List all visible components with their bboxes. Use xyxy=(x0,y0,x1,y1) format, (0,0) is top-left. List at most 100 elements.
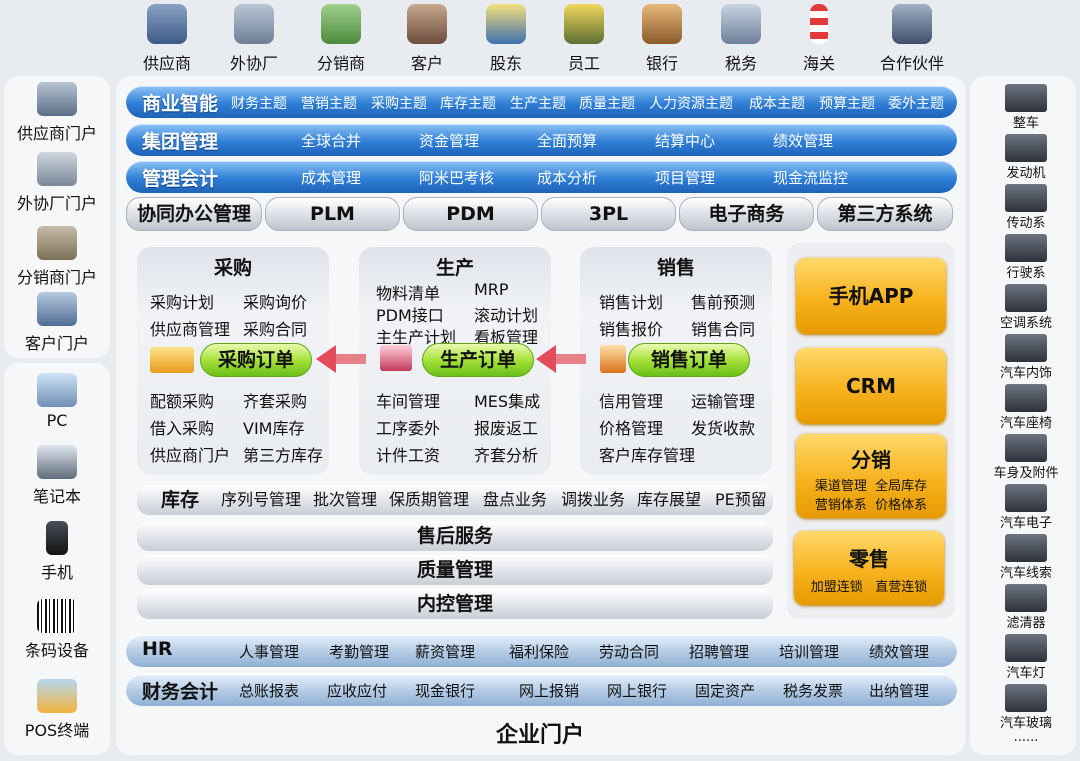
module-item[interactable]: 发货收款 xyxy=(691,419,756,438)
inventory-item[interactable]: 盘点业务 xyxy=(483,490,548,509)
bar-item[interactable]: 培训管理 xyxy=(779,643,840,661)
bar-item[interactable]: 成本主题 xyxy=(749,96,805,112)
bar-item[interactable]: 应收应付 xyxy=(327,682,388,700)
part-item[interactable]: 汽车电子 xyxy=(980,484,1072,531)
tab-third-party[interactable]: 第三方系统 xyxy=(817,197,953,231)
mobile-app-box[interactable]: 手机APP xyxy=(796,258,946,334)
bar-item[interactable]: 福利保险 xyxy=(509,643,570,661)
bar-item[interactable]: 绩效管理 xyxy=(773,132,834,150)
production-order-button[interactable]: 生产订单 xyxy=(422,343,534,377)
bar-item[interactable]: 质量主题 xyxy=(579,96,635,112)
module-item[interactable]: 车间管理 xyxy=(376,392,441,411)
bar-item[interactable]: 项目管理 xyxy=(655,169,716,187)
inventory-item[interactable]: 批次管理 xyxy=(313,490,378,509)
module-item[interactable]: 销售报价 xyxy=(599,320,664,339)
part-item[interactable]: 发动机 xyxy=(980,134,1072,181)
module-item[interactable]: 主生产计划 xyxy=(376,328,457,347)
module-item[interactable]: 供应商管理 xyxy=(150,320,231,339)
bar-item[interactable]: 税务发票 xyxy=(783,682,844,700)
bar-item[interactable]: 出纳管理 xyxy=(869,682,930,700)
internal-control-row[interactable]: 内控管理 xyxy=(137,589,773,619)
module-item[interactable]: 借入采购 xyxy=(150,419,215,438)
bar-item[interactable]: 成本管理 xyxy=(301,169,362,187)
inventory-item[interactable]: 保质期管理 xyxy=(389,490,470,509)
part-item[interactable]: 传动系 xyxy=(980,184,1072,231)
bar-item[interactable]: 现金流监控 xyxy=(773,169,849,187)
bar-item[interactable]: 现金银行 xyxy=(415,682,476,700)
bar-item[interactable]: 资金管理 xyxy=(419,132,480,150)
bar-item[interactable]: 人力资源主题 xyxy=(649,96,733,112)
bar-item[interactable]: 固定资产 xyxy=(695,682,756,700)
module-item[interactable]: 第三方库存 xyxy=(243,446,324,465)
inventory-item[interactable]: 库存展望 xyxy=(637,490,702,509)
part-item[interactable]: 空调系统 xyxy=(980,284,1072,331)
module-item[interactable]: 采购询价 xyxy=(243,293,308,312)
module-item[interactable]: 计件工资 xyxy=(376,446,441,465)
bar-item[interactable]: 全面预算 xyxy=(537,132,598,150)
module-item[interactable]: MRP xyxy=(474,280,509,299)
inventory-item[interactable]: 序列号管理 xyxy=(221,490,302,509)
bar-item[interactable]: 招聘管理 xyxy=(689,643,750,661)
bar-item[interactable]: 成本分析 xyxy=(537,169,598,187)
module-item[interactable]: 采购计划 xyxy=(150,293,215,312)
part-item[interactable]: 滤清器 xyxy=(980,584,1072,631)
part-item[interactable]: 车身及附件 xyxy=(980,434,1072,481)
bar-item[interactable]: 绩效管理 xyxy=(869,643,930,661)
bar-item[interactable]: 营销主题 xyxy=(301,96,357,112)
module-item[interactable]: 供应商门户 xyxy=(150,446,231,465)
bar-item[interactable]: 生产主题 xyxy=(510,96,566,112)
module-item[interactable]: 采购合同 xyxy=(243,320,308,339)
tab-collaboration[interactable]: 协同办公管理 xyxy=(126,197,262,231)
bar-item[interactable]: 财务主题 xyxy=(231,96,287,112)
part-item[interactable]: 汽车座椅 xyxy=(980,384,1072,431)
tab-plm[interactable]: PLM xyxy=(265,197,400,231)
module-item[interactable]: 价格管理 xyxy=(599,419,664,438)
part-item[interactable]: 汽车灯 xyxy=(980,634,1072,681)
bar-item[interactable]: 网上银行 xyxy=(607,682,668,700)
bar-item[interactable]: 总账报表 xyxy=(239,682,300,700)
bar-item[interactable]: 考勤管理 xyxy=(329,643,390,661)
tab-ecommerce[interactable]: 电子商务 xyxy=(679,197,814,231)
module-item[interactable]: 齐套分析 xyxy=(474,446,539,465)
part-item[interactable]: 整车 xyxy=(980,84,1072,131)
bar-item[interactable]: 网上报销 xyxy=(519,682,580,700)
bar-item[interactable]: 预算主题 xyxy=(819,96,875,112)
module-item[interactable]: 看板管理 xyxy=(474,328,539,347)
after-sales-row[interactable]: 售后服务 xyxy=(137,521,773,551)
inventory-item[interactable]: PE预留 xyxy=(715,490,767,509)
module-item[interactable]: MES集成 xyxy=(474,392,541,411)
bar-item[interactable]: 全球合并 xyxy=(301,132,362,150)
bar-item[interactable]: 采购主题 xyxy=(371,96,427,112)
module-item[interactable]: 报废返工 xyxy=(474,419,539,438)
crm-box[interactable]: CRM xyxy=(796,348,946,424)
retail-box[interactable]: 零售 加盟连锁 直营连锁 xyxy=(794,531,944,605)
part-item[interactable]: 汽车内饰 xyxy=(980,334,1072,381)
bar-item[interactable]: 劳动合同 xyxy=(599,643,660,661)
module-item[interactable]: 售前预测 xyxy=(691,293,756,312)
module-item[interactable]: 信用管理 xyxy=(599,392,664,411)
module-item[interactable]: 滚动计划 xyxy=(474,306,539,325)
part-item[interactable]: 汽车线索 xyxy=(980,534,1072,581)
bar-item[interactable]: 库存主题 xyxy=(440,96,496,112)
sales-order-button[interactable]: 销售订单 xyxy=(628,343,750,377)
distribution-box[interactable]: 分销 渠道管理 全局库存 营销体系 价格体系 xyxy=(796,434,946,518)
module-item[interactable]: 齐套采购 xyxy=(243,392,308,411)
purchase-order-button[interactable]: 采购订单 xyxy=(200,343,312,377)
module-item[interactable]: 销售合同 xyxy=(691,320,756,339)
module-item[interactable]: 物料清单 xyxy=(376,284,441,303)
module-item[interactable]: 客户库存管理 xyxy=(599,446,696,465)
bar-item[interactable]: 薪资管理 xyxy=(415,643,476,661)
module-item[interactable]: 销售计划 xyxy=(599,293,664,312)
bar-item[interactable]: 结算中心 xyxy=(655,132,716,150)
module-item[interactable]: 配额采购 xyxy=(150,392,215,411)
bar-item[interactable]: 委外主题 xyxy=(888,96,944,112)
part-item[interactable]: 汽车玻璃 xyxy=(980,684,1072,731)
module-item[interactable]: 运输管理 xyxy=(691,392,756,411)
tab-pdm[interactable]: PDM xyxy=(403,197,538,231)
bar-item[interactable]: 人事管理 xyxy=(239,643,300,661)
module-item[interactable]: 工序委外 xyxy=(376,419,441,438)
inventory-item[interactable]: 调拨业务 xyxy=(561,490,626,509)
module-item[interactable]: VIM库存 xyxy=(243,419,305,438)
quality-row[interactable]: 质量管理 xyxy=(137,555,773,585)
tab-3pl[interactable]: 3PL xyxy=(541,197,676,231)
